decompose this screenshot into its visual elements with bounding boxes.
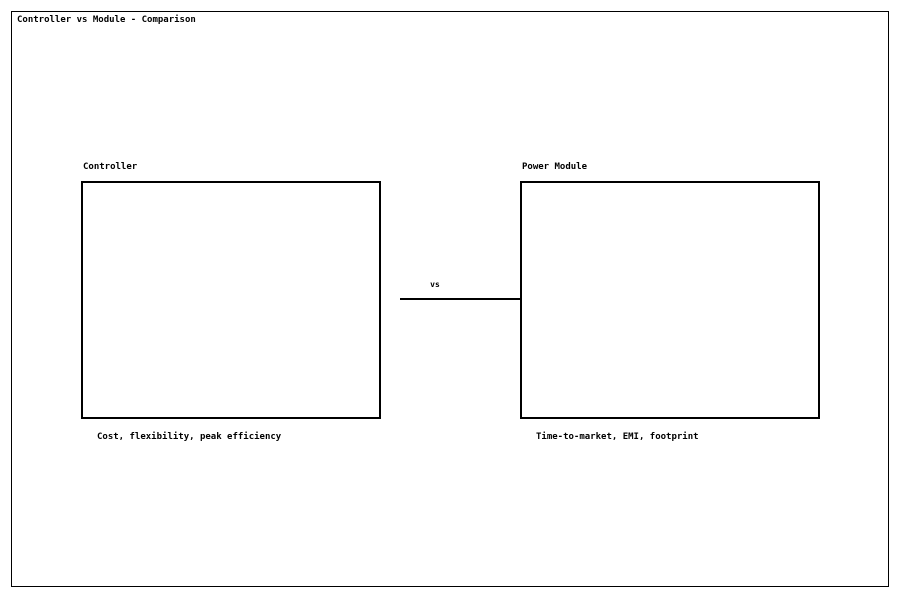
block-caption-power-module: Time-to-market, EMI, footprint	[536, 432, 699, 442]
block-body-power-module	[520, 181, 820, 419]
diagram-title: Controller vs Module - Comparison	[17, 15, 196, 25]
block-label-controller: Controller	[83, 162, 138, 172]
comparison-block-power-module[interactable]: Power Module Time-to-market, EMI, footpr…	[520, 162, 820, 442]
block-caption-controller: Cost, flexibility, peak efficiency	[97, 432, 282, 442]
comparison-block-controller[interactable]: Controller Cost, flexibility, peak effic…	[81, 162, 381, 442]
connector-label-vs: vs	[430, 280, 440, 289]
block-label-power-module: Power Module	[522, 162, 588, 172]
page-frame	[11, 11, 889, 587]
connector-line	[400, 298, 521, 300]
block-body-controller	[81, 181, 381, 419]
